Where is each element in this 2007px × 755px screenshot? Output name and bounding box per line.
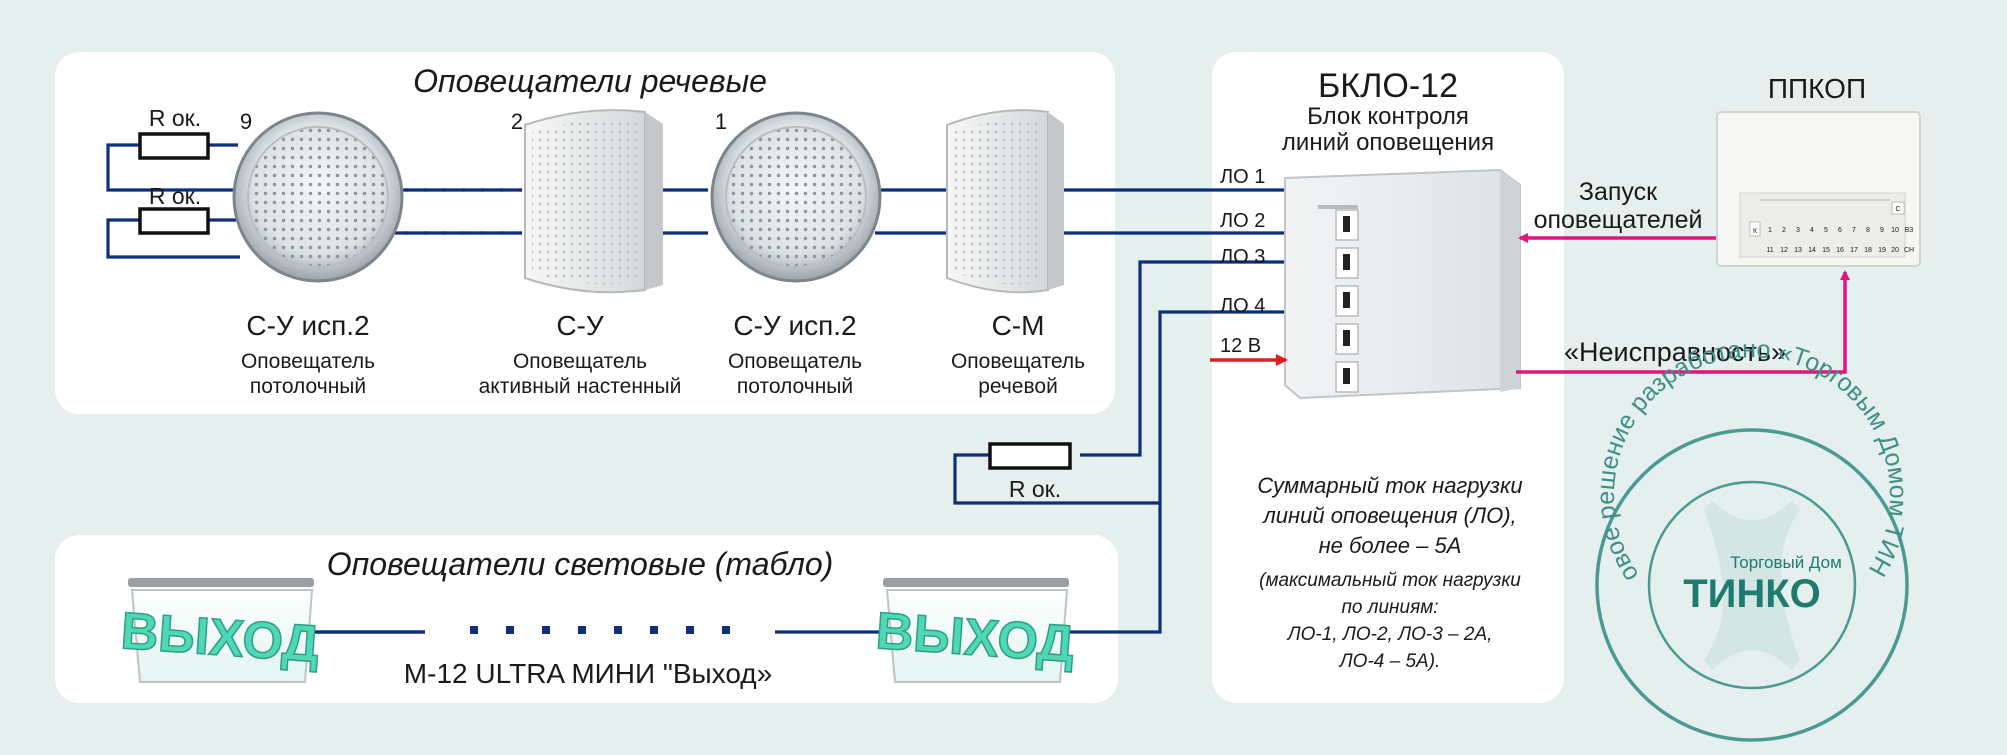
stamp-emblem-icon bbox=[1704, 500, 1800, 670]
device-model: С-У bbox=[556, 310, 604, 341]
line-label-lo3: ЛО 3 bbox=[1220, 246, 1265, 268]
device-desc: Оповещатель bbox=[513, 350, 647, 373]
resistor-top-label: R ок. bbox=[149, 105, 201, 131]
speech-wiring-gap bbox=[405, 188, 522, 235]
note-line: по линиям: bbox=[1341, 597, 1438, 618]
device-desc: потолочный bbox=[737, 375, 853, 398]
ppkop-key: 2 bbox=[1782, 227, 1786, 234]
ppkop-key: 6 bbox=[1838, 227, 1842, 234]
bklo-subtitle-2: линий оповещения bbox=[1282, 129, 1494, 156]
ppkop-keypad: 1 2 3 4 5 6 7 8 9 10 ВЗ 11 12 13 14 15 1… bbox=[1766, 227, 1914, 254]
start-signal-label-2: оповещателей bbox=[1534, 206, 1703, 234]
ppkop-key: 17 bbox=[1850, 247, 1858, 254]
device-model: С-У исп.2 bbox=[246, 310, 369, 341]
device-caption: С-У исп.2 Оповещатель потолочный bbox=[241, 310, 375, 398]
ppkop-key: 7 bbox=[1852, 227, 1856, 234]
ppkop-key: 19 bbox=[1878, 247, 1886, 254]
ppkop-key: 10 bbox=[1891, 227, 1899, 234]
note-line: (максимальный ток нагрузки bbox=[1259, 570, 1521, 591]
ppkop-key: 8 bbox=[1866, 227, 1870, 234]
device-caption: С-У исп.2 Оповещатель потолочный bbox=[728, 310, 862, 398]
device-number-2: 2 bbox=[511, 109, 523, 134]
device-caption: С-У Оповещатель активный настенный bbox=[479, 310, 682, 398]
fault-signal-label: «Неисправность» bbox=[1564, 337, 1786, 367]
bklo-title: БКЛО-12 bbox=[1318, 67, 1458, 105]
device-model: С-У исп.2 bbox=[733, 310, 856, 341]
ceiling-speaker-icon bbox=[710, 111, 882, 283]
start-signal-label-1: Запуск bbox=[1579, 178, 1658, 206]
ppkop-key: 5 bbox=[1824, 227, 1828, 234]
ppkop-key: 14 bbox=[1808, 247, 1816, 254]
exit-sign-icon: ВЫХОД bbox=[873, 578, 1077, 683]
wall-speaker-icon bbox=[524, 109, 663, 294]
note-line: ЛО-1, ЛО-2, ЛО-3 – 2А, bbox=[1286, 624, 1493, 645]
ppkop-key: 20 bbox=[1891, 247, 1899, 254]
device-desc: Оповещатель bbox=[728, 350, 862, 373]
ppkop-key: 12 bbox=[1780, 247, 1788, 254]
light-wiring-gap bbox=[470, 626, 730, 634]
resistor-bottom-label: R ок. bbox=[149, 183, 201, 209]
resistor-top bbox=[138, 132, 210, 160]
device-model: С-М bbox=[992, 310, 1045, 341]
ppkop-key: 3 bbox=[1796, 227, 1800, 234]
stamp-brand-small: Торговый Дом bbox=[1730, 553, 1842, 572]
ppkop-key: СН bbox=[1904, 247, 1914, 254]
note-line: Суммарный ток нагрузки bbox=[1257, 473, 1522, 498]
ppkop-key: 9 bbox=[1880, 227, 1884, 234]
ppkop-key: К bbox=[1753, 228, 1758, 235]
ppkop-key: ВЗ bbox=[1905, 227, 1914, 234]
device-number-9: 9 bbox=[240, 109, 252, 134]
ppkop-title: ППКОП bbox=[1768, 73, 1866, 104]
ppkop-key: 1 bbox=[1768, 227, 1772, 234]
device-desc: речевой bbox=[978, 375, 1058, 398]
bklo-subtitle-1: Блок контроля bbox=[1307, 103, 1469, 130]
ppkop-key: С bbox=[1895, 206, 1900, 213]
note-line: не более – 5А bbox=[1319, 533, 1462, 558]
light-panel-title: Оповещатели световые (табло) bbox=[327, 546, 834, 582]
wall-speaker-icon bbox=[946, 109, 1064, 294]
ppkop-device-icon: К С 1 2 3 4 5 6 7 8 9 10 ВЗ 11 12 13 14 … bbox=[1716, 111, 1921, 267]
device-desc: Оповещатель bbox=[951, 350, 1085, 373]
stamp-brand-big: ТИНКО bbox=[1683, 572, 1821, 616]
device-desc: потолочный bbox=[250, 375, 366, 398]
line-label-lo2: ЛО 2 bbox=[1220, 210, 1265, 232]
light-device-caption: М-12 ULTRA МИНИ "Выход» bbox=[404, 658, 772, 689]
line-label-lo1: ЛО 1 bbox=[1220, 166, 1265, 188]
light-panel bbox=[55, 535, 1118, 703]
power-label: 12 В bbox=[1220, 335, 1261, 357]
fault-signal-arrow bbox=[1516, 270, 1850, 374]
ppkop-key: 16 bbox=[1836, 247, 1844, 254]
device-desc: активный настенный bbox=[479, 375, 682, 398]
device-number-1: 1 bbox=[715, 109, 727, 134]
note-line: ЛО-4 – 5А). bbox=[1338, 651, 1441, 672]
device-desc: Оповещатель bbox=[241, 350, 375, 373]
resistor-bottom bbox=[138, 207, 210, 235]
resistor-bklo-label: R ок. bbox=[1009, 476, 1061, 502]
line-label-lo4: ЛО 4 bbox=[1220, 295, 1265, 317]
ceiling-speaker-icon bbox=[232, 111, 404, 283]
note-line: линий оповещения (ЛО), bbox=[1261, 503, 1516, 528]
bklo-device-icon bbox=[1284, 168, 1521, 400]
ppkop-key: 13 bbox=[1794, 247, 1802, 254]
exit-sign-icon: ВЫХОД bbox=[118, 578, 322, 683]
ppkop-key: 18 bbox=[1864, 247, 1872, 254]
ppkop-key: 11 bbox=[1766, 247, 1773, 254]
resistor-bklo bbox=[988, 442, 1072, 470]
speech-panel-title: Оповещатели речевые bbox=[413, 63, 767, 99]
bklo-note: Суммарный ток нагрузки линий оповещения … bbox=[1257, 473, 1522, 672]
device-caption: С-М Оповещатель речевой bbox=[951, 310, 1085, 398]
ppkop-key: 4 bbox=[1810, 227, 1814, 234]
ppkop-key: 15 bbox=[1822, 247, 1830, 254]
